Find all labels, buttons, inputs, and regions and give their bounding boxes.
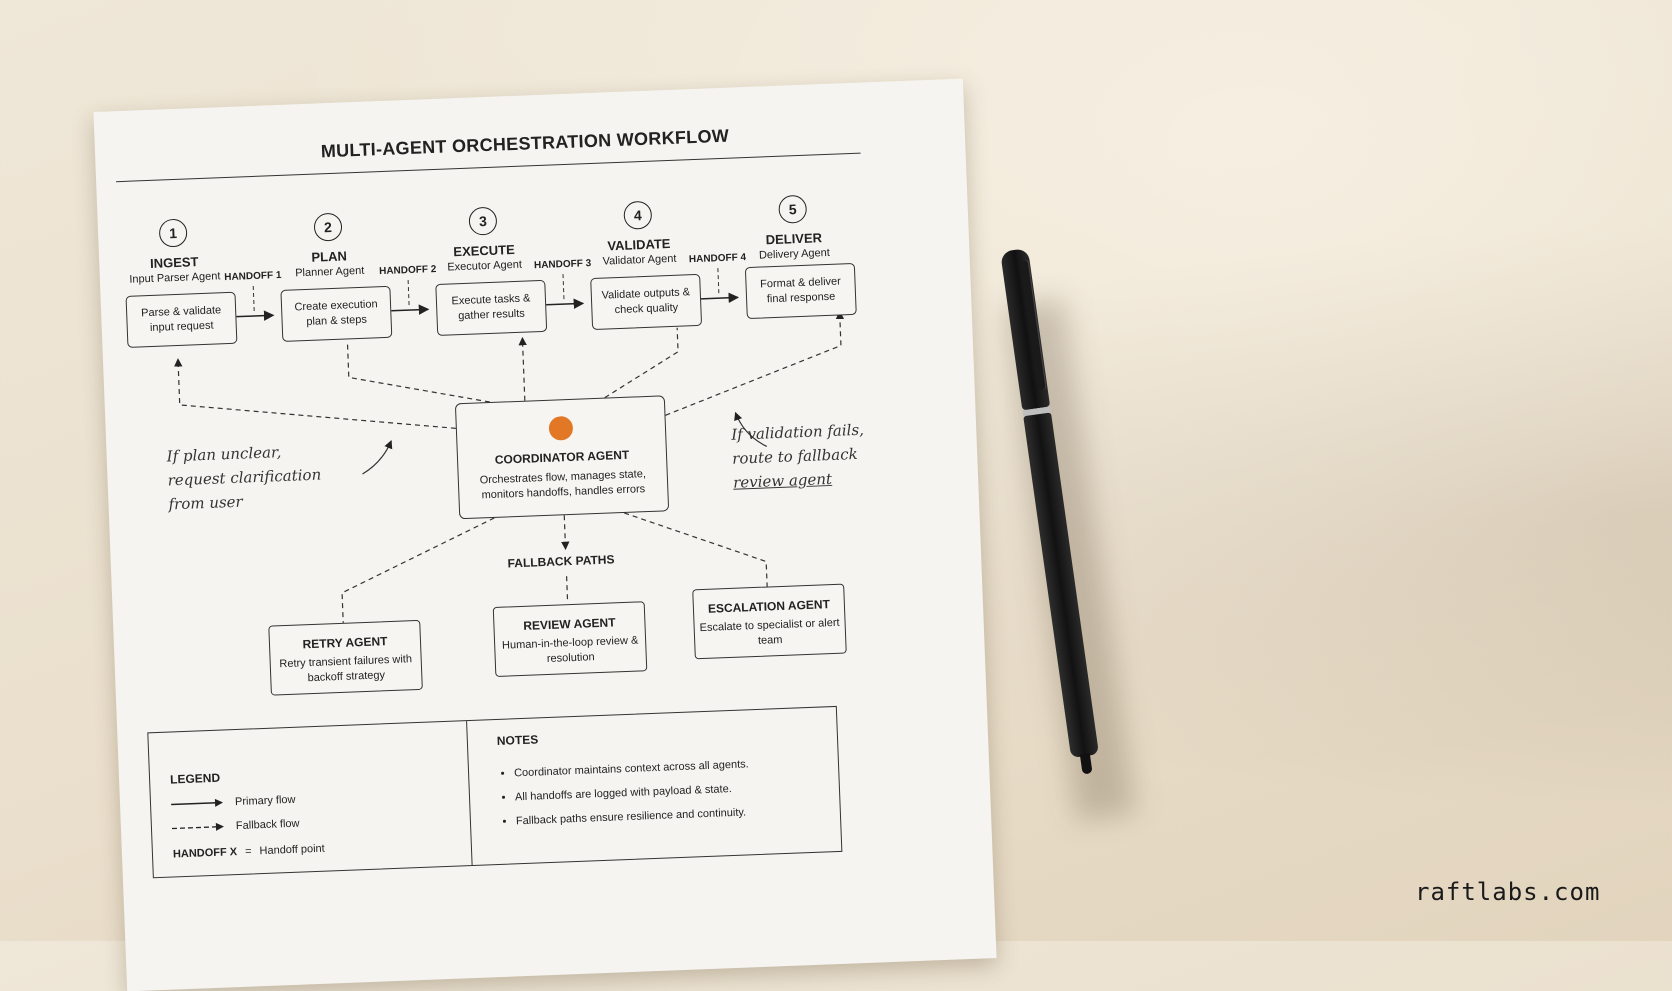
annotation-arrow-right xyxy=(734,411,768,447)
diagram-paper: MULTI-AGENT ORCHESTRATION WORKFLOW xyxy=(93,78,997,991)
legend-handoff-row: HANDOFF X = Handoff point xyxy=(173,843,325,861)
legend-primary-label: Primary flow xyxy=(234,793,296,809)
retry-agent-title: RETRY AGENT xyxy=(302,634,388,652)
stage-number: 5 xyxy=(778,194,808,224)
primary-arrow-4 xyxy=(701,292,740,304)
coord-to-retry xyxy=(341,517,495,623)
handoff-tick-2 xyxy=(407,280,410,306)
review-agent-box: REVIEW AGENT Human-in-the-loop review & … xyxy=(492,601,648,678)
legend-primary-row: Primary flow xyxy=(171,794,296,811)
annotation-left: If plan unclear, request clarification f… xyxy=(166,439,322,517)
dashed-arrow-icon xyxy=(171,822,224,831)
coordinator-dot xyxy=(548,415,574,441)
legend-title: LEGEND xyxy=(169,770,221,787)
primary-arrow-1 xyxy=(236,310,275,321)
notes-title: NOTES xyxy=(496,732,539,748)
watermark: raftlabs.com xyxy=(1415,878,1601,906)
handoff-tick-3 xyxy=(562,274,565,300)
coord-to-fallback xyxy=(561,515,570,551)
connector-lines xyxy=(174,268,845,623)
annotation-right: If validation fails, route to fallback r… xyxy=(731,418,866,495)
annotation-line: route to fallback xyxy=(731,444,858,468)
annotation-arrow-left xyxy=(362,440,393,475)
coord-to-plan xyxy=(346,342,490,403)
task-box-execute: Execute tasks & gather results xyxy=(435,279,548,336)
legend-fallback-label: Fallback flow xyxy=(235,817,300,833)
legend-notes-divider xyxy=(466,721,474,866)
coord-to-execute xyxy=(518,336,527,401)
task-box-ingest: Parse & validate input request xyxy=(125,291,238,348)
legend-handoff-eq: = xyxy=(244,845,252,858)
annotation-line: review agent xyxy=(732,469,833,492)
stage-number: 3 xyxy=(468,206,498,236)
primary-arrow-2 xyxy=(391,304,430,315)
review-agent-title: REVIEW AGENT xyxy=(523,615,616,633)
coordinator-description: Orchestrates flow, manages state, monito… xyxy=(479,468,647,502)
coord-to-escalation xyxy=(624,512,768,587)
escalation-agent-description: Escalate to specialist or alert team xyxy=(699,616,840,647)
retry-agent-box: RETRY AGENT Retry transient failures wit… xyxy=(268,619,423,696)
notes-list: Coordinator maintains context across all… xyxy=(498,752,751,834)
fallback-to-review xyxy=(565,576,569,600)
legend-fallback-row: Fallback flow xyxy=(171,817,300,835)
primary-arrow-3 xyxy=(546,298,585,309)
escalation-agent-title: ESCALATION AGENT xyxy=(707,597,831,616)
task-box-validate: Validate outputs & check quality xyxy=(590,273,703,331)
coord-to-validate xyxy=(604,327,679,399)
legend-handoff-desc: Handoff point xyxy=(259,842,325,858)
handoff-tick-1 xyxy=(252,285,255,312)
coord-to-deliver xyxy=(665,310,845,416)
coordinator-box: COORDINATOR AGENT Orchestrates flow, man… xyxy=(454,395,670,520)
legend-notes-box: LEGEND Primary flow Fallback flow HANDOF… xyxy=(147,705,843,879)
solid-arrow-icon xyxy=(171,798,224,807)
stage-number: 1 xyxy=(158,218,188,248)
task-box-plan: Create execution plan & steps xyxy=(280,285,393,342)
legend-handoff-key: HANDOFF X xyxy=(172,846,238,861)
coord-to-ingest xyxy=(174,358,456,429)
stage-number: 4 xyxy=(623,200,653,230)
coordinator-title: COORDINATOR AGENT xyxy=(494,447,630,467)
review-agent-description: Human-in-the-loop review & resolution xyxy=(501,634,639,666)
escalation-agent-box: ESCALATION AGENT Escalate to specialist … xyxy=(692,583,847,660)
stage-number: 2 xyxy=(313,212,343,242)
handoff-tick-4 xyxy=(717,268,720,294)
retry-agent-description: Retry transient failures with backoff st… xyxy=(279,653,413,685)
pen-tip xyxy=(1079,753,1093,775)
task-box-deliver: Format & deliver final response xyxy=(744,262,857,320)
